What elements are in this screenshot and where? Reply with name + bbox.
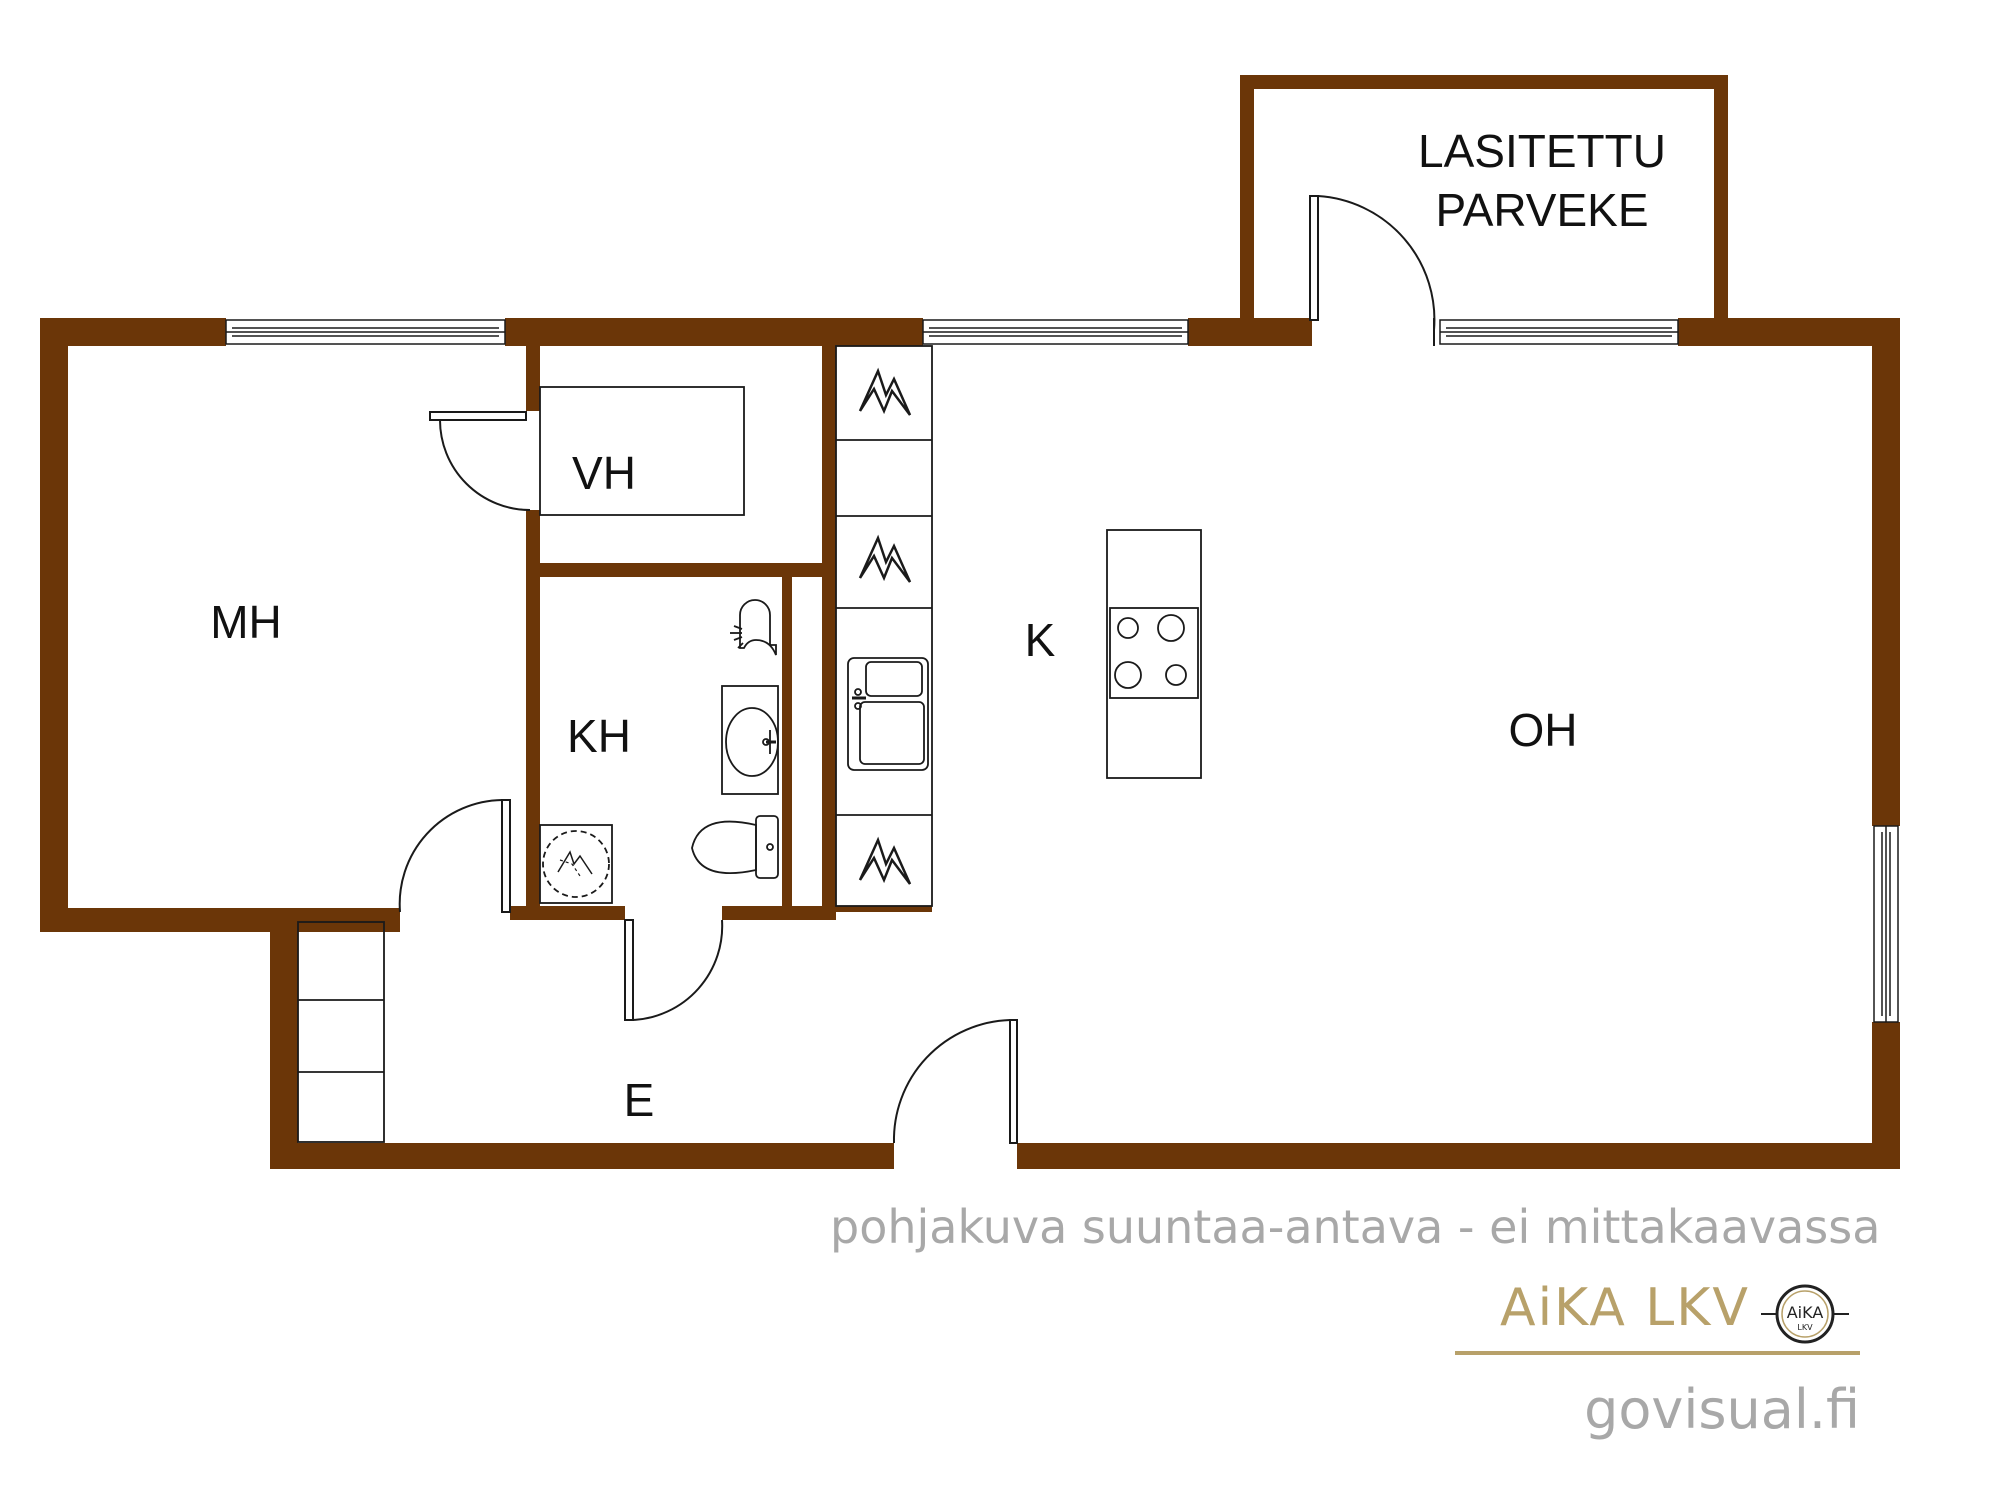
brand: AiKA LKV <box>1460 1278 2000 1348</box>
wall-balcony-left <box>1240 75 1254 335</box>
windows <box>225 319 1899 1023</box>
wall-top-mid <box>505 318 923 346</box>
shower-icon <box>539 824 613 904</box>
wall-kitchen-bottom <box>836 906 932 912</box>
wall-vh-k <box>822 346 836 910</box>
wall-vh-kh <box>526 563 836 577</box>
brand-name: AiKA LKV <box>1500 1278 1750 1338</box>
vh-shelf <box>539 386 745 516</box>
brand-logo-sub: LKV <box>1797 1323 1813 1332</box>
wall-entry-left <box>270 908 298 1168</box>
wall-mh-vh <box>526 346 540 411</box>
stove-icon <box>1109 607 1199 699</box>
doors <box>398 195 1436 1144</box>
wall-balcony-top <box>1240 75 1728 89</box>
room-label-mh: MH <box>210 596 282 648</box>
room-label-vh: VH <box>572 447 636 499</box>
toilet-icon <box>691 815 779 879</box>
fixtures <box>297 345 1202 1143</box>
window-oh-side <box>1873 825 1899 1023</box>
lightning-icon <box>858 369 912 417</box>
brand-underline <box>1455 1351 1860 1355</box>
room-label-lasitettu: LASITETTU <box>1418 125 1666 177</box>
website-text: govisual.fi <box>1584 1378 1860 1441</box>
shower-head-icon <box>730 599 777 656</box>
wall-bottom-left <box>270 1143 894 1169</box>
room-label-k: K <box>1025 614 1056 666</box>
room-label-e: E <box>624 1074 655 1126</box>
lightning-icon <box>858 536 912 584</box>
walls <box>40 75 1900 1169</box>
window-k <box>922 319 1189 345</box>
door-balcony <box>1309 195 1436 346</box>
wall-kh-bottom-left <box>510 906 625 920</box>
room-label-kh: KH <box>567 710 631 762</box>
kitchen-counter <box>835 345 933 907</box>
wall-left <box>40 318 68 932</box>
washbasin-icon <box>721 685 779 795</box>
lightning-icon <box>858 838 912 886</box>
sink-icon <box>847 657 929 771</box>
wall-top-left <box>40 318 226 346</box>
wall-top-right <box>1678 318 1900 346</box>
wall-bottom-right <box>1017 1143 1900 1169</box>
brand-logo-icon: AiKA LKV <box>1761 1284 1849 1344</box>
brand-logo-text: AiKA <box>1787 1303 1824 1322</box>
door-main <box>892 1019 1018 1144</box>
wall-kh-right <box>782 576 792 910</box>
room-label-oh: OH <box>1509 704 1578 756</box>
wall-right-upper <box>1872 318 1900 826</box>
room-labels: LASITETTU PARVEKE VH MH KH K OH E <box>210 125 1666 1126</box>
wall-mh-bottom <box>40 908 400 932</box>
window-oh <box>1439 319 1679 345</box>
kitchen-island <box>1106 529 1202 779</box>
wall-kh-left-lower <box>526 800 540 920</box>
door-mh <box>398 799 511 913</box>
door-vh <box>429 411 531 511</box>
room-label-parveke: PARVEKE <box>1435 184 1648 236</box>
window-mh <box>225 319 506 345</box>
door-kh <box>624 919 724 1021</box>
wall-balcony-right <box>1714 75 1728 335</box>
disclaimer-text: pohjakuva suuntaa-antava - ei mittakaava… <box>830 1200 1881 1254</box>
wall-kh-bottom-right <box>722 906 836 920</box>
entry-wardrobe <box>297 921 385 1143</box>
